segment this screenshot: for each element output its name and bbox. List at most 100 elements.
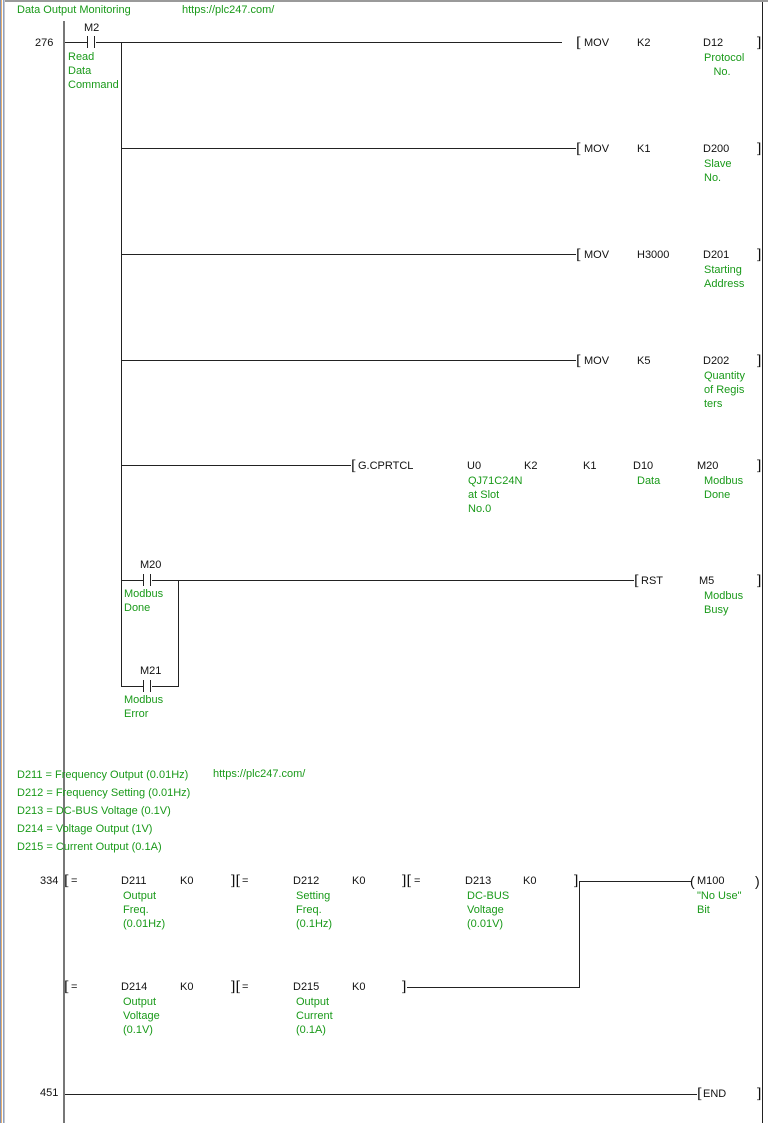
instruction-op: MOV — [584, 37, 610, 49]
instruction-comment: Starting Address — [704, 264, 745, 290]
no-contact-icon[interactable] — [87, 36, 95, 48]
instruction-src: K1 — [637, 143, 651, 155]
coil-device: M100 — [697, 875, 725, 887]
wire — [152, 580, 634, 581]
compare-comment: Setting Freq. (0.1Hz) — [296, 890, 333, 930]
wire — [579, 881, 580, 987]
window-left-border — [0, 0, 5, 1123]
note-line: D213 = DC-BUS Voltage (0.1V) — [17, 805, 171, 817]
notes-url: https://plc247.com/ — [213, 768, 306, 780]
instruction-arg: K1 — [583, 460, 597, 472]
step-number: 334 — [40, 875, 59, 887]
wire — [65, 1094, 697, 1095]
coil-comment: "No Use" Bit — [697, 890, 742, 916]
instruction-dst: D202 — [703, 355, 730, 367]
window-top-border — [0, 0, 768, 2]
compare-op: = — [71, 981, 78, 993]
compare-device: D214 — [121, 981, 148, 993]
compare-device: D213 — [465, 875, 492, 887]
instruction-op: MOV — [584, 355, 610, 367]
instruction-arg: U0 — [467, 460, 482, 472]
instruction-open-bracket: [ — [351, 458, 357, 474]
instruction-comment: Quantity of Regis ters — [704, 370, 745, 410]
instruction-src: K5 — [637, 355, 651, 367]
wire — [96, 42, 562, 43]
wire — [407, 987, 580, 988]
compare-close-bracket: ] — [401, 979, 407, 995]
instruction-arg: D10 — [633, 460, 654, 472]
contact-comment: Modbus Error — [124, 694, 164, 720]
compare-op: = — [414, 875, 421, 887]
instruction-open-bracket: [ — [634, 573, 640, 589]
wire — [152, 686, 178, 687]
instruction-op: MOV — [584, 249, 610, 261]
compare-device: D211 — [121, 875, 147, 887]
wire — [121, 148, 576, 149]
instruction-op: RST — [641, 575, 663, 587]
compare-op: = — [242, 981, 249, 993]
instruction-open-bracket: [ — [576, 247, 582, 263]
instruction-open-bracket: [ — [576, 35, 582, 51]
wire — [121, 686, 143, 687]
instruction-comment: Modbus Busy — [704, 590, 744, 616]
instruction-dst: M5 — [699, 575, 715, 587]
compare-value: K0 — [523, 875, 537, 887]
left-power-rail — [63, 21, 65, 1123]
instruction-comment: Slave No. — [704, 158, 732, 184]
compare-device: D212 — [293, 875, 320, 887]
wire — [579, 881, 691, 882]
device-notes: D211 = Frequency Output (0.01Hz) D212 = … — [17, 768, 190, 858]
instruction-op: G.CPRTCL — [358, 460, 414, 472]
program-title: Data Output Monitoring — [17, 4, 131, 16]
instruction-close-bracket: ] — [756, 458, 762, 474]
instruction-close-bracket: ] — [756, 141, 762, 157]
right-power-rail — [762, 2, 763, 1123]
contact-device-label: M2 — [84, 22, 100, 34]
instruction-op: MOV — [584, 143, 610, 155]
compare-op: = — [242, 875, 249, 887]
wire — [121, 360, 576, 361]
instruction-arg: M20 — [697, 460, 719, 472]
instruction-comment: Modbus Done — [704, 475, 744, 501]
instruction-open-bracket: [ — [697, 1086, 703, 1102]
instruction-close-bracket: ] — [756, 573, 762, 589]
coil-open-paren: ( — [690, 873, 695, 889]
wire — [178, 580, 179, 687]
instruction-comment: QJ71C24N at Slot No.0 — [468, 475, 523, 515]
end-instruction: END — [703, 1088, 727, 1100]
compare-op: = — [71, 875, 78, 887]
wire — [121, 580, 143, 581]
instruction-dst: D12 — [703, 37, 724, 49]
no-contact-icon[interactable] — [143, 574, 151, 586]
compare-comment: Output Voltage (0.1V) — [123, 996, 160, 1036]
compare-value: K0 — [352, 981, 366, 993]
compare-device: D215 — [293, 981, 320, 993]
instruction-close-bracket: ] — [756, 35, 762, 51]
contact-device-label: M21 — [140, 665, 162, 677]
step-number: 451 — [40, 1087, 59, 1099]
compare-close-bracket: ] — [573, 873, 579, 889]
wire — [121, 254, 576, 255]
contact-comment: Modbus Done — [124, 588, 164, 614]
step-number: 276 — [35, 37, 54, 49]
no-contact-icon[interactable] — [143, 680, 151, 692]
branch-bus — [121, 42, 122, 687]
note-line: D211 = Frequency Output (0.01Hz) — [17, 769, 189, 781]
instruction-arg: K2 — [524, 460, 538, 472]
instruction-src: H3000 — [637, 249, 670, 261]
instruction-src: K2 — [637, 37, 651, 49]
note-line: D214 = Voltage Output (1V) — [17, 823, 153, 835]
compare-comment: DC-BUS Voltage (0.01V) — [467, 890, 510, 930]
compare-value: K0 — [180, 981, 194, 993]
compare-open-bracket: [ — [64, 979, 70, 995]
wire — [65, 42, 88, 43]
compare-value: K0 — [180, 875, 194, 887]
instruction-close-bracket: ] — [756, 353, 762, 369]
contact-comment: Read Data Command — [68, 51, 119, 91]
instruction-comment: Protocol No. — [704, 52, 745, 78]
compare-bracket: ][ — [401, 873, 412, 889]
note-line: D215 = Current Output (0.1A) — [17, 841, 162, 853]
wire — [121, 465, 351, 466]
compare-comment: Output Current (0.1A) — [296, 996, 333, 1036]
compare-open-bracket: [ — [64, 873, 70, 889]
